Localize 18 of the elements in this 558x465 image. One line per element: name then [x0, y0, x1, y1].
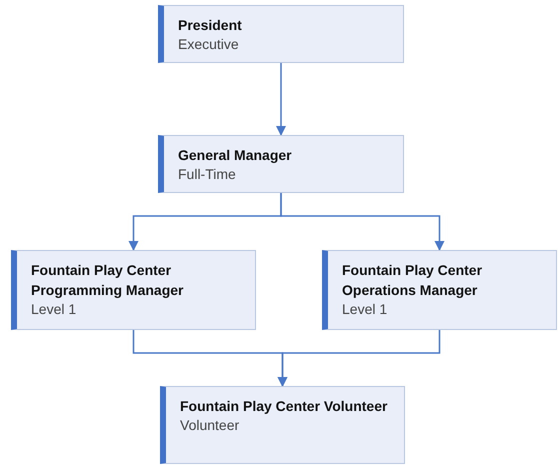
role-title: President: [178, 16, 243, 35]
role-box: [11, 250, 256, 330]
role-subtitle: Full-Time: [178, 165, 237, 183]
role-title: Fountain Play Center Operations Manager: [342, 261, 484, 300]
role-box: [322, 250, 557, 330]
role-title: General Manager: [178, 146, 293, 165]
role-subtitle: Level 1: [31, 300, 78, 318]
role-subtitle: Executive: [178, 35, 240, 53]
arrow: [280, 193, 444, 251]
arrow: [278, 330, 440, 387]
role-box: [158, 5, 404, 63]
role-box: [158, 135, 404, 193]
role-title: Fountain Play Center Programming Manager: [31, 261, 184, 300]
role-subtitle: Level 1: [342, 300, 388, 318]
role-box: [160, 386, 405, 464]
role-title: Fountain Play Center Volunteer: [180, 397, 388, 416]
arrow: [276, 63, 286, 136]
role-subtitle: Volunteer: [180, 416, 240, 434]
